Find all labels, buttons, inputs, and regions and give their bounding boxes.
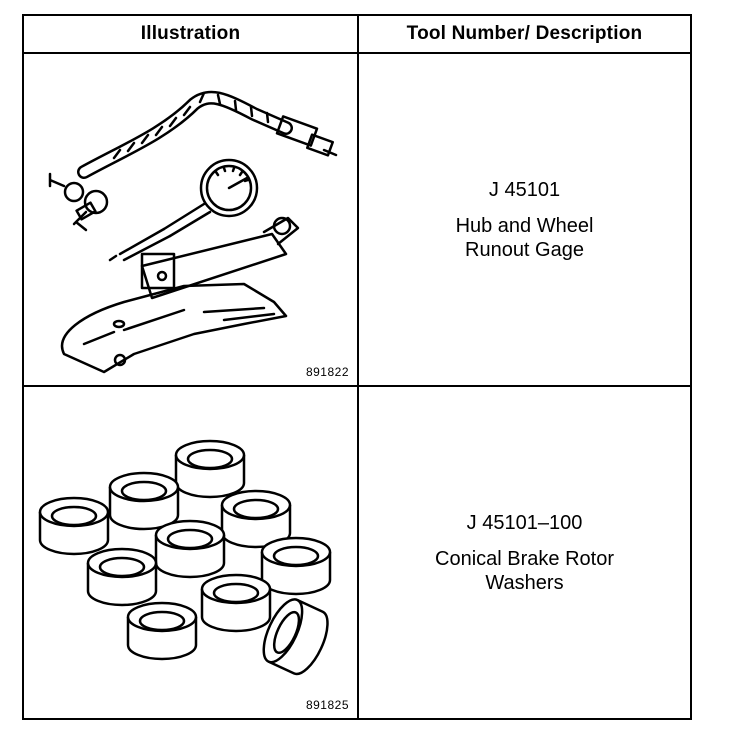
figure-number: 891822 [305,365,349,379]
tool-number: J 45101–100 [466,511,583,534]
row-1-illustration-cell: 891822 [24,54,357,385]
tool-number: J 45101 [488,178,561,201]
conical-washers-icon [38,439,332,676]
tool-description-line: Runout Gage [465,238,584,261]
runout-gage-icon [48,90,338,374]
row-2-description-cell: J 45101–100 Conical Brake Rotor Washers [359,387,690,718]
row-1-description-cell: J 45101 Hub and Wheel Runout Gage [359,54,690,385]
header-illustration: Illustration [140,23,241,44]
tool-description-line: Conical Brake Rotor [435,547,614,570]
tool-description-line: Hub and Wheel [455,214,594,237]
row-2-illustration-cell: 891825 [24,387,357,718]
header-tool-description: Tool Number/ Description [406,23,643,44]
header-divider [24,52,690,54]
tool-description-line: Washers [485,571,564,594]
tool-table: Illustration Tool Number/ Description [22,14,692,720]
column-divider [357,16,359,718]
figure-number: 891825 [305,698,349,712]
row-divider [24,385,690,387]
